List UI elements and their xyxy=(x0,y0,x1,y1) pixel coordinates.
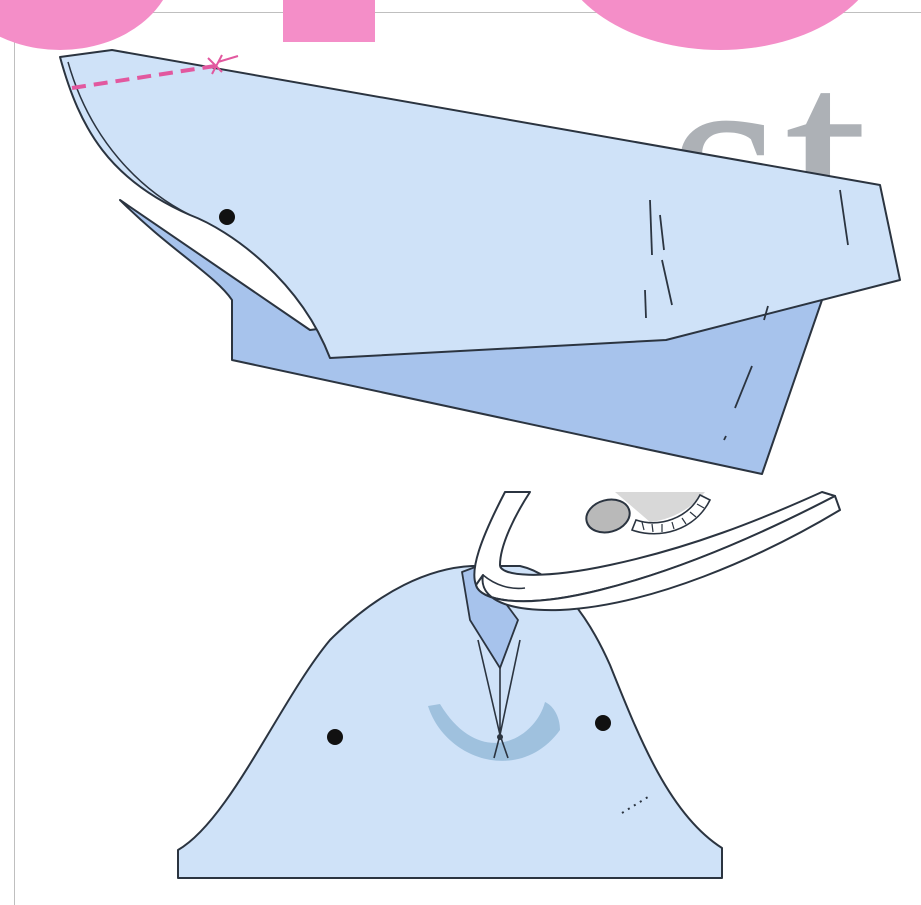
pattern-dot-right xyxy=(595,715,611,731)
pattern-dot-marker xyxy=(219,209,235,225)
logo-pink-circle-left xyxy=(0,0,175,50)
pressing-dart-with-iron xyxy=(178,566,722,878)
dart-point-knot xyxy=(497,734,503,740)
pattern-dot-left xyxy=(327,729,343,745)
logo-pink-block xyxy=(283,0,375,42)
iron-icon xyxy=(474,492,840,610)
